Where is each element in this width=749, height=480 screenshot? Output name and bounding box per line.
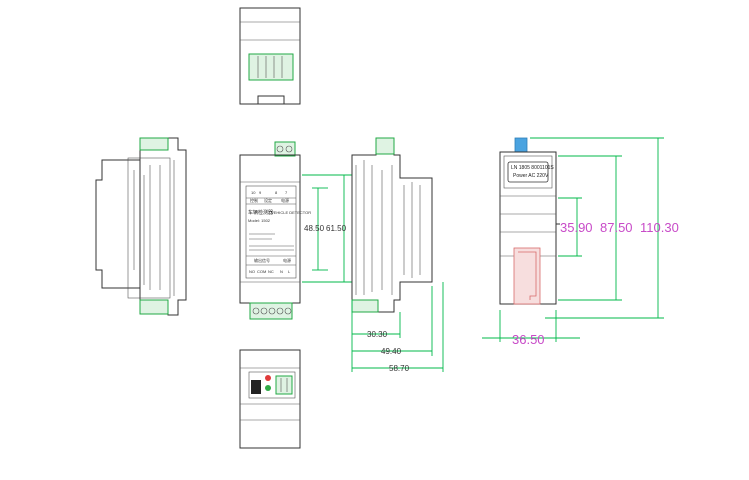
bottom-terminal-l: L bbox=[288, 269, 291, 274]
product-title: 车辆检测器 bbox=[248, 209, 273, 216]
top-group-label-3: 电源 bbox=[281, 197, 289, 203]
status-led-green bbox=[265, 385, 271, 391]
top-terminal-num-9: 9 bbox=[259, 190, 262, 195]
top-view bbox=[239, 7, 301, 105]
dim-side-width-1: 30.30 bbox=[367, 330, 388, 339]
dim-front-height-inner: 48.50 bbox=[304, 224, 325, 233]
rear-label-line1: LN 1805 8001101S bbox=[511, 165, 554, 171]
front-label-panel bbox=[245, 185, 297, 279]
bottom-group-label-output: 输出信号 bbox=[254, 257, 270, 263]
front-bottom-terminal-block bbox=[249, 302, 293, 320]
bottom-terminal-no: NO bbox=[249, 269, 255, 274]
dim-rear-width: 36.50 bbox=[512, 332, 545, 347]
bottom-terminal-nc: NC bbox=[268, 269, 274, 274]
bottom-terminal-block bbox=[248, 371, 296, 399]
top-terminal-block bbox=[248, 53, 294, 81]
right-side-view: 30.30 49.40 58.70 bbox=[351, 137, 444, 373]
top-group-label-1: 控制 bbox=[250, 197, 258, 203]
top-terminal-num-10: 10 bbox=[251, 190, 256, 195]
product-model: Model: 1502 bbox=[248, 218, 271, 223]
top-group-label-2: 设定 bbox=[264, 197, 272, 203]
left-side-view bbox=[95, 137, 187, 316]
front-view: 10 9 8 7 控制 设定 电源 车辆检测器 VEHICLE DETECTOR… bbox=[239, 141, 352, 320]
bottom-view bbox=[239, 349, 301, 449]
bottom-terminal-com: COM bbox=[257, 269, 266, 274]
rear-label-line2: Power AC 220V bbox=[513, 173, 549, 179]
bottom-terminal-n: N bbox=[280, 269, 283, 274]
front-top-connector bbox=[274, 141, 296, 157]
product-title-en: VEHICLE DETECTOR bbox=[271, 210, 311, 215]
dim-front-height-outer: 61.50 bbox=[326, 224, 347, 233]
dim-side-width-3: 58.70 bbox=[389, 364, 410, 373]
top-terminal-num-8: 8 bbox=[275, 190, 278, 195]
dim-rear-h1: 35.90 bbox=[560, 220, 593, 235]
dim-rear-h2: 87.50 bbox=[600, 220, 633, 235]
top-terminal-num-7: 7 bbox=[285, 190, 288, 195]
rear-top-connector bbox=[514, 137, 528, 153]
rear-view: LN 1805 8001101S Power AC 220V 35.90 87.… bbox=[482, 137, 679, 347]
dim-rear-h3: 110.30 bbox=[640, 220, 679, 235]
dim-side-width-2: 49.40 bbox=[381, 347, 402, 356]
status-led-red bbox=[265, 375, 271, 381]
bottom-group-label-power: 电源 bbox=[283, 257, 291, 263]
rear-label-panel bbox=[503, 155, 553, 189]
